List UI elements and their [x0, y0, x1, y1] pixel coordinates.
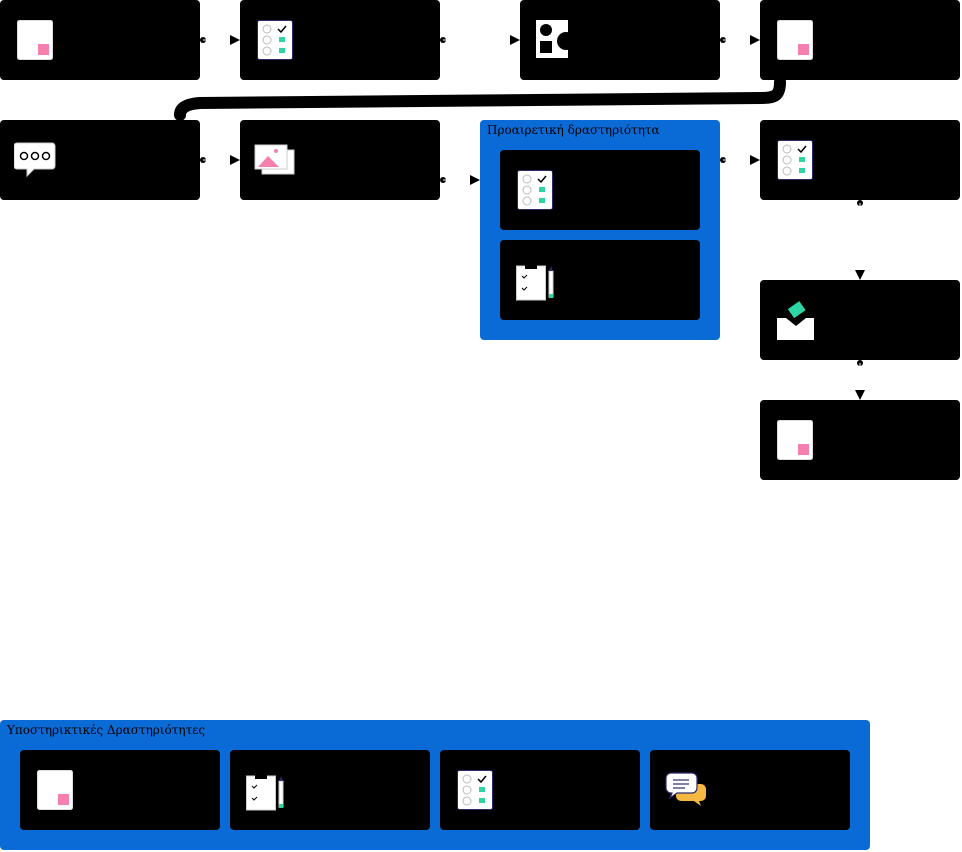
checklist-icon	[777, 140, 813, 180]
activity-node-1[interactable]	[0, 0, 200, 80]
chat-bubble-icon	[14, 142, 56, 178]
support-node-discussion[interactable]	[650, 750, 850, 830]
optional-activity-label: Προαιρετική δραστηριότητα	[487, 123, 660, 137]
activity-node-9[interactable]	[760, 120, 960, 200]
edge-n3-n4	[720, 35, 760, 45]
submit-box-icon	[777, 301, 814, 340]
image-icon	[254, 144, 295, 175]
document-icon	[37, 770, 73, 810]
edge-n5-n6	[200, 155, 240, 165]
activity-node-10[interactable]	[760, 280, 960, 360]
activity-node-3[interactable]	[520, 0, 720, 80]
support-activities-label: Υποστηρικτικές Δραστηριότητες	[7, 723, 206, 737]
document-icon	[777, 20, 813, 60]
optional-node-checklist[interactable]	[500, 150, 700, 230]
activity-node-6[interactable]	[240, 120, 440, 200]
activity-node-5[interactable]	[0, 120, 200, 200]
activity-node-4[interactable]	[760, 0, 960, 80]
document-icon	[777, 420, 813, 460]
clipboard-pencil-icon	[516, 264, 554, 301]
edge-n6-optional	[440, 175, 480, 185]
checklist-icon	[517, 170, 553, 210]
edge-n1-n2	[200, 35, 240, 45]
activity-node-11[interactable]	[760, 400, 960, 480]
support-node-document[interactable]	[20, 750, 220, 830]
edge-n2-n3	[440, 35, 520, 45]
optional-node-clipboard[interactable]	[500, 240, 700, 320]
document-icon	[17, 20, 53, 60]
discussion-icon	[665, 772, 706, 806]
shapes-icon	[536, 20, 575, 58]
support-node-clipboard[interactable]	[230, 750, 430, 830]
checklist-icon	[457, 770, 493, 810]
edge-optional-n9	[720, 155, 760, 165]
clipboard-pencil-icon	[246, 774, 284, 811]
activity-node-2[interactable]	[240, 0, 440, 80]
edge-n9-n10	[855, 200, 865, 280]
edge-n10-n11	[855, 360, 865, 400]
checklist-icon	[257, 20, 293, 60]
support-node-checklist[interactable]	[440, 750, 640, 830]
edge-n4-n5	[174, 76, 786, 121]
